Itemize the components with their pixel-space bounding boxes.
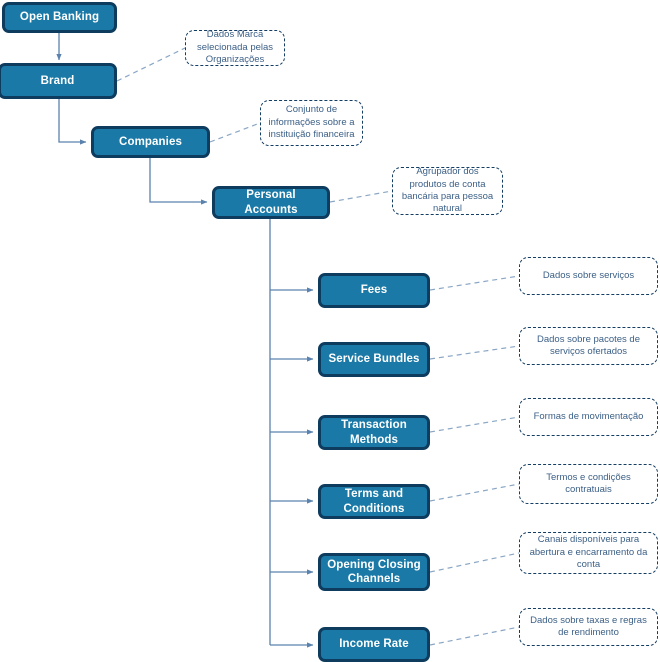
- leader-personalaccounts-note: [329, 190, 393, 203]
- leader-transaction-methods-note: [429, 416, 520, 433]
- leader-brand-note: [116, 47, 186, 82]
- node-service-bundles[interactable]: Service Bundles: [318, 342, 430, 377]
- leader-companies-note: [209, 122, 261, 143]
- node-opening-closing-channels[interactable]: Opening Closing Channels: [318, 553, 430, 591]
- leader-fees-note: [429, 275, 520, 291]
- note-service-bundles: Dados sobre pacotes de serviços ofertado…: [519, 327, 658, 365]
- node-terms-and-conditions[interactable]: Terms and Conditions: [318, 484, 430, 519]
- note-terms-and-conditions: Termos e condições contratuais: [519, 464, 658, 504]
- note-brand: Dados Marca selecionada pelas Organizaçõ…: [185, 29, 285, 66]
- note-transaction-methods: Formas de movimentação: [519, 398, 658, 436]
- note-income-rate: Dados sobre taxas e regras de rendimento: [519, 608, 658, 646]
- node-companies[interactable]: Companies: [91, 126, 210, 158]
- leader-service-bundles-note: [429, 345, 520, 360]
- node-transaction-methods[interactable]: Transaction Methods: [318, 415, 430, 450]
- leader-income-rate-note: [429, 626, 520, 646]
- note-fees: Dados sobre serviços: [519, 257, 658, 295]
- node-income-rate[interactable]: Income Rate: [318, 627, 430, 662]
- note-opening-closing-channels: Canais disponíveis para abertura e encar…: [519, 532, 658, 574]
- leader-terms-and-conditions-note: [429, 483, 520, 502]
- leader-opening-closing-channels-note: [429, 552, 520, 573]
- edge-brand-companies: [58, 99, 87, 145]
- node-fees[interactable]: Fees: [318, 273, 430, 308]
- node-open-banking[interactable]: Open Banking: [2, 2, 117, 33]
- node-brand[interactable]: Brand: [0, 63, 117, 99]
- node-personal-accounts[interactable]: Personal Accounts: [212, 186, 330, 219]
- edge-companies-personalaccounts: [149, 158, 208, 205]
- note-personal-accounts: Agrupador dos produtos de conta bancária…: [392, 166, 503, 215]
- note-companies: Conjunto de informações sobre a institui…: [260, 100, 363, 146]
